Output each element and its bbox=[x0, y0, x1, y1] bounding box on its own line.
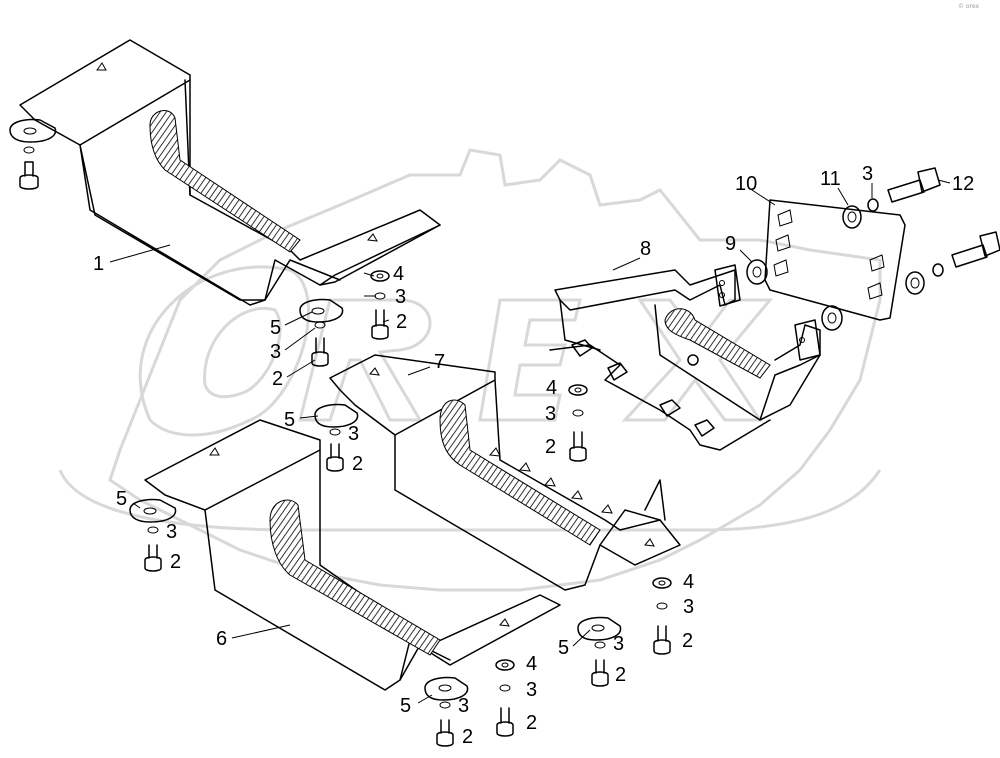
callout-2: 2 bbox=[682, 630, 693, 652]
callout-8: 8 bbox=[640, 238, 651, 260]
callout-5: 5 bbox=[116, 488, 127, 510]
callout-4: 4 bbox=[683, 571, 694, 593]
footstep-bracket-7 bbox=[329, 354, 681, 591]
callout-5: 5 bbox=[284, 409, 295, 431]
callout-5: 5 bbox=[270, 317, 281, 339]
callout-2: 2 bbox=[526, 712, 537, 734]
callout-3: 3 bbox=[270, 341, 281, 363]
callout-2: 2 bbox=[462, 726, 473, 748]
callout-4: 4 bbox=[546, 377, 557, 399]
callout-12: 12 bbox=[952, 173, 974, 195]
callout-2: 2 bbox=[272, 368, 283, 390]
callout-3: 3 bbox=[166, 521, 177, 543]
callout-10: 10 bbox=[735, 173, 757, 195]
plate-hardware bbox=[746, 167, 1000, 331]
callout-3: 3 bbox=[613, 633, 624, 655]
callout-3: 3 bbox=[458, 695, 469, 717]
corner-mark: © orex bbox=[958, 3, 979, 10]
callout-5: 5 bbox=[400, 695, 411, 717]
callout-labels: 1 5 3 2 4 3 2 7 5 3 2 5 3 2 6 4 3 2 5 3 … bbox=[93, 163, 974, 748]
callout-3: 3 bbox=[526, 679, 537, 701]
callout-3: 3 bbox=[395, 286, 406, 308]
fastener-set bbox=[144, 270, 672, 747]
callout-3: 3 bbox=[683, 596, 694, 618]
callout-6: 6 bbox=[216, 628, 227, 650]
callout-2: 2 bbox=[396, 311, 407, 333]
callout-3: 3 bbox=[348, 423, 359, 445]
callout-3: 3 bbox=[545, 403, 556, 425]
callout-4: 4 bbox=[526, 653, 537, 675]
callout-1: 1 bbox=[93, 253, 104, 275]
footstep-bracket-8 bbox=[549, 264, 821, 451]
callout-2: 2 bbox=[170, 551, 181, 573]
callout-7: 7 bbox=[434, 351, 445, 373]
footstep-bracket-6 bbox=[129, 419, 561, 691]
leader-lines bbox=[109, 179, 951, 704]
callout-3: 3 bbox=[862, 163, 873, 185]
callout-9: 9 bbox=[725, 233, 736, 255]
callout-11: 11 bbox=[820, 168, 841, 190]
callout-5: 5 bbox=[558, 637, 569, 659]
footstep-bracket-1 bbox=[9, 39, 441, 306]
callout-2: 2 bbox=[352, 453, 363, 475]
callout-4: 4 bbox=[393, 263, 404, 285]
callout-2: 2 bbox=[545, 436, 556, 458]
callout-2: 2 bbox=[615, 664, 626, 686]
plate-10 bbox=[764, 199, 906, 321]
